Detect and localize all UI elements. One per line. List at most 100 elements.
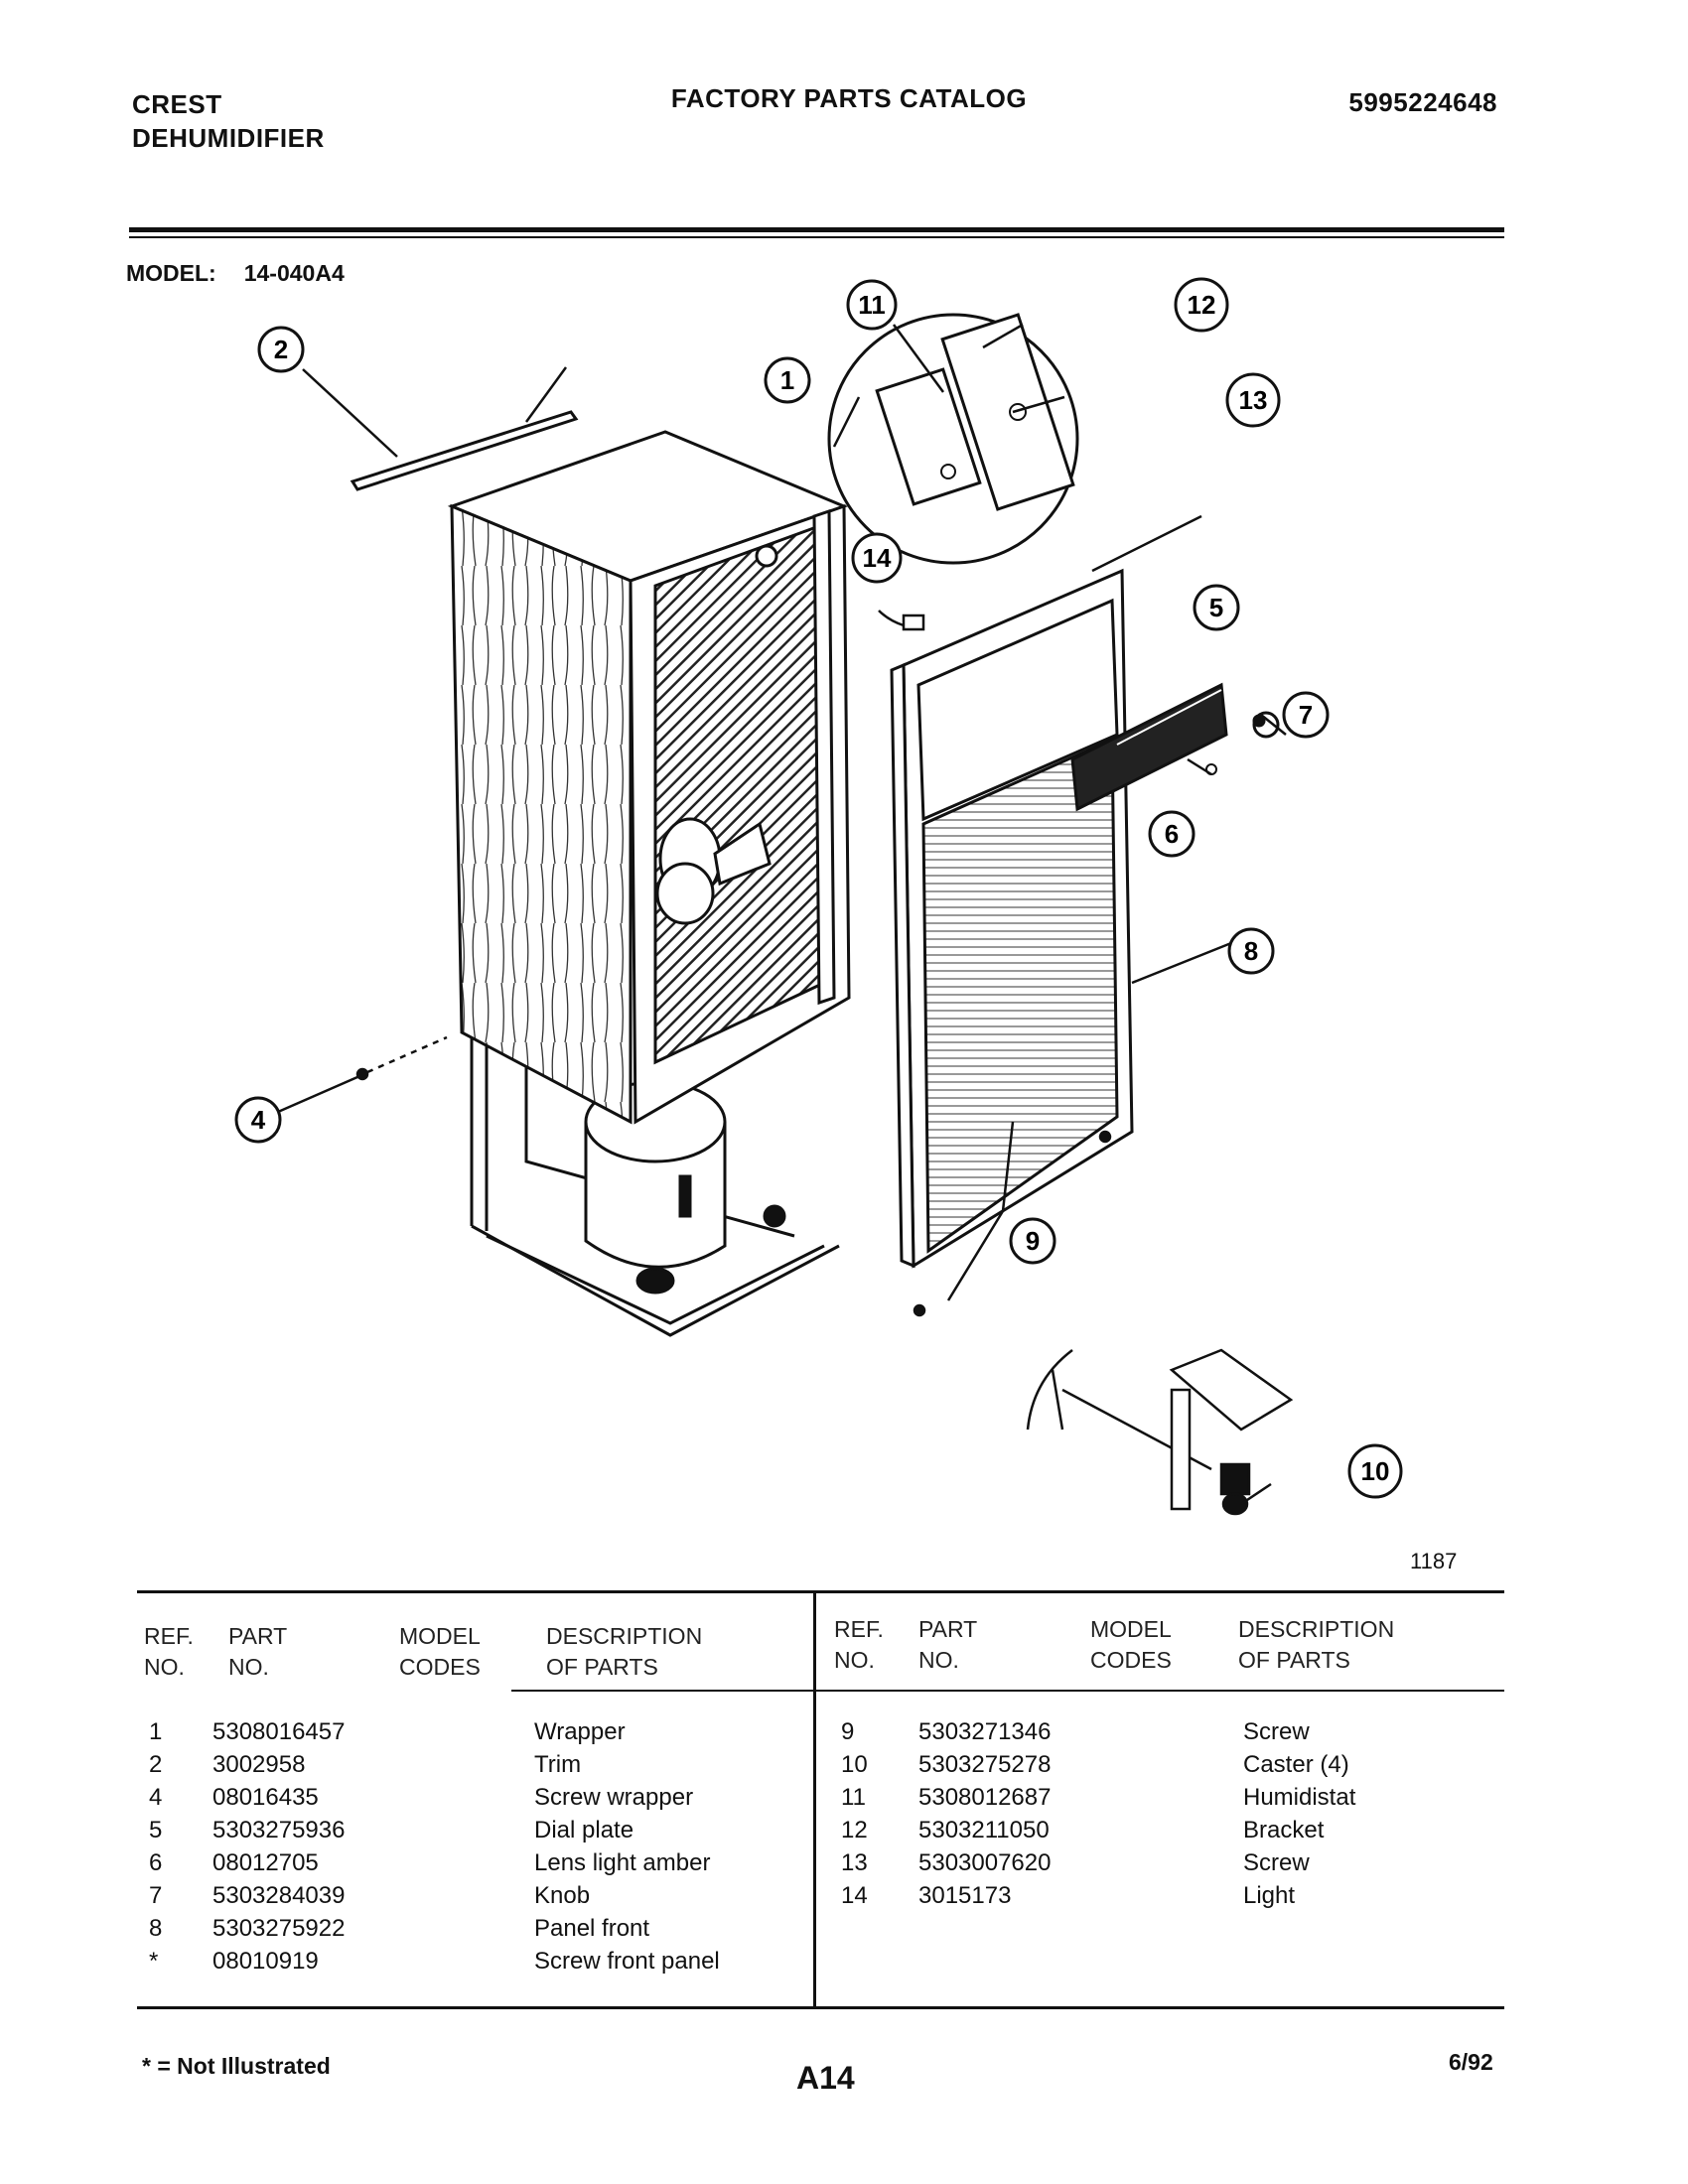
svg-text:2: 2 — [274, 335, 288, 364]
col-ref-header-right: REF.NO. — [834, 1616, 884, 1673]
callout-10: 10 — [1347, 1443, 1403, 1499]
part-column-right: 5303271346 5303275278 5308012687 5303211… — [918, 1715, 1051, 1912]
table-row: Humidistat — [1243, 1784, 1356, 1811]
table-row: 6 — [149, 1849, 163, 1876]
table-bottom-rule — [137, 2006, 1504, 2009]
brand-name: CREST — [132, 89, 222, 119]
model-line: MODEL: 14-040A4 — [126, 260, 345, 287]
table-row: Screw — [1243, 1718, 1310, 1745]
indicator-light — [878, 610, 925, 631]
header-underline-left — [511, 1690, 813, 1692]
svg-text:13: 13 — [1239, 385, 1268, 415]
cabinet-wrapper — [447, 430, 851, 1125]
callout-1: 1 — [764, 356, 811, 404]
table-row: 3002958 — [212, 1751, 306, 1778]
ref-column-left: 1 2 4 5 6 7 8 * — [149, 1715, 162, 1978]
table-row: Panel front — [534, 1915, 650, 1942]
table-row: 5308012687 — [918, 1784, 1052, 1811]
exploded-parts-diagram: 1 2 4 5 6 7 8 9 10 11 12 13 14 — [234, 277, 1403, 1516]
table-row: 5308016457 — [212, 1718, 346, 1745]
table-row: Bracket — [1243, 1817, 1325, 1843]
trim-strip — [350, 410, 579, 491]
caster-detail-inset — [1026, 1348, 1294, 1516]
table-row: 12 — [841, 1817, 868, 1843]
table-row: 5303284039 — [212, 1882, 346, 1909]
table-row: Trim — [534, 1751, 582, 1778]
table-column-divider — [813, 1590, 816, 2007]
table-row: 11 — [841, 1784, 866, 1811]
knob — [1252, 711, 1280, 739]
table-row: 2 — [149, 1751, 163, 1778]
header-rule-thin — [129, 236, 1504, 238]
table-row: Screw wrapper — [534, 1784, 694, 1811]
svg-text:10: 10 — [1361, 1456, 1390, 1486]
table-row: Wrapper — [534, 1718, 626, 1745]
not-illustrated-note: * = Not Illustrated — [142, 2053, 331, 2079]
callout-13: 13 — [1225, 372, 1281, 428]
callout-9: 9 — [1009, 1217, 1056, 1265]
desc-column-right: Screw Caster (4) Humidistat Bracket Scre… — [1243, 1715, 1355, 1912]
dial-plate — [1070, 682, 1228, 812]
svg-text:4: 4 — [251, 1105, 266, 1135]
table-row: 4 — [149, 1784, 163, 1811]
table-row: 9 — [841, 1718, 855, 1745]
revision-date: 6/92 — [1449, 2049, 1493, 2075]
svg-text:1: 1 — [780, 365, 794, 395]
model-label: MODEL: — [126, 260, 216, 286]
table-row: Screw — [1243, 1849, 1310, 1876]
leader-lines — [302, 323, 1287, 1506]
svg-text:11: 11 — [858, 290, 886, 320]
table-row: 08016435 — [212, 1784, 319, 1811]
model-value: 14-040A4 — [243, 260, 345, 286]
catalog-number: 5995224648 — [1348, 87, 1497, 117]
callout-8: 8 — [1227, 927, 1275, 975]
table-row: Caster (4) — [1243, 1751, 1349, 1778]
page-code: A14 — [796, 2060, 855, 2096]
part-column-left: 5308016457 3002958 08016435 5303275936 0… — [212, 1715, 345, 1978]
svg-text:9: 9 — [1026, 1226, 1040, 1256]
table-row: 5303211050 — [918, 1817, 1050, 1843]
callout-14: 14 — [851, 532, 903, 584]
table-row: 5303275278 — [918, 1751, 1052, 1778]
svg-text:14: 14 — [863, 543, 892, 573]
product-type: DEHUMIDIFIER — [132, 123, 325, 153]
col-ref-header: REF.NO. — [144, 1623, 194, 1680]
panel-screws — [913, 1130, 1112, 1317]
callout-6: 6 — [1148, 810, 1196, 858]
brand-block: CREST DEHUMIDIFIER — [132, 87, 325, 155]
table-row: Light — [1243, 1882, 1296, 1909]
table-row: 10 — [841, 1751, 868, 1778]
table-row: 5303275936 — [212, 1817, 346, 1843]
svg-text:8: 8 — [1244, 936, 1258, 966]
table-row: * — [149, 1948, 159, 1975]
table-top-rule — [137, 1590, 1504, 1593]
table-row: 5303007620 — [918, 1849, 1052, 1876]
figure-number: 1187 — [1410, 1549, 1458, 1573]
table-row: 08012705 — [212, 1849, 319, 1876]
table-row: 5303271346 — [918, 1718, 1052, 1745]
table-row: 13 — [841, 1849, 868, 1876]
table-row: 8 — [149, 1915, 163, 1942]
svg-text:5: 5 — [1209, 593, 1223, 622]
svg-text:12: 12 — [1188, 290, 1216, 320]
table-row: 7 — [149, 1882, 163, 1909]
front-panel — [890, 568, 1134, 1269]
desc-column-left: Wrapper Trim Screw wrapper Dial plate Le… — [534, 1715, 720, 1978]
table-row: 5 — [149, 1817, 163, 1843]
callout-7: 7 — [1282, 691, 1330, 739]
header-underline-right — [816, 1690, 1504, 1692]
ref-column-right: 9 10 11 12 13 14 — [841, 1715, 868, 1912]
header-rule-thick — [129, 227, 1504, 232]
table-row: Dial plate — [534, 1817, 634, 1843]
callout-4: 4 — [234, 1096, 282, 1144]
table-row: 1 — [149, 1718, 163, 1745]
callout-11: 11 — [846, 279, 898, 331]
table-row: Screw front panel — [534, 1948, 720, 1975]
